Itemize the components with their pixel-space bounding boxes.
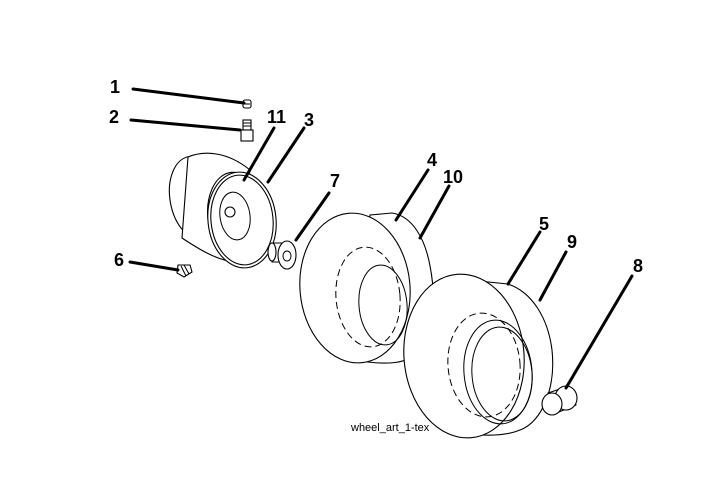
callout-1: 1 (110, 77, 120, 97)
callout-8: 8 (633, 256, 643, 276)
leader-line-2 (129, 118, 242, 132)
leader-line-3 (266, 126, 306, 184)
leader-line-10 (418, 184, 451, 240)
callout-9: 9 (567, 232, 577, 252)
callout-10: 10 (443, 167, 463, 187)
grease-fitting (176, 264, 193, 278)
rear-tire (403, 273, 554, 439)
leader-line-7 (294, 191, 331, 242)
hub-cap (541, 385, 578, 416)
leader-line-8 (564, 274, 634, 390)
wheel-rim (168, 152, 277, 269)
callout-4: 4 (427, 150, 437, 170)
callout-6: 6 (114, 250, 124, 270)
leader-line-1 (131, 87, 246, 105)
callout-5: 5 (539, 214, 549, 234)
callout-3: 3 (304, 110, 314, 130)
callout-11: 11 (267, 107, 286, 127)
bushing (267, 240, 297, 270)
leader-line-9 (538, 250, 568, 302)
leader-line-11 (242, 126, 276, 182)
diagram-caption: wheel_art_1-tex (350, 422, 430, 434)
callout-7: 7 (330, 171, 340, 191)
callout-2: 2 (109, 107, 119, 127)
leader-line-4 (394, 168, 430, 222)
leader-line-5 (506, 230, 542, 286)
valve-stem (240, 119, 254, 142)
leader-line-6 (128, 260, 180, 272)
